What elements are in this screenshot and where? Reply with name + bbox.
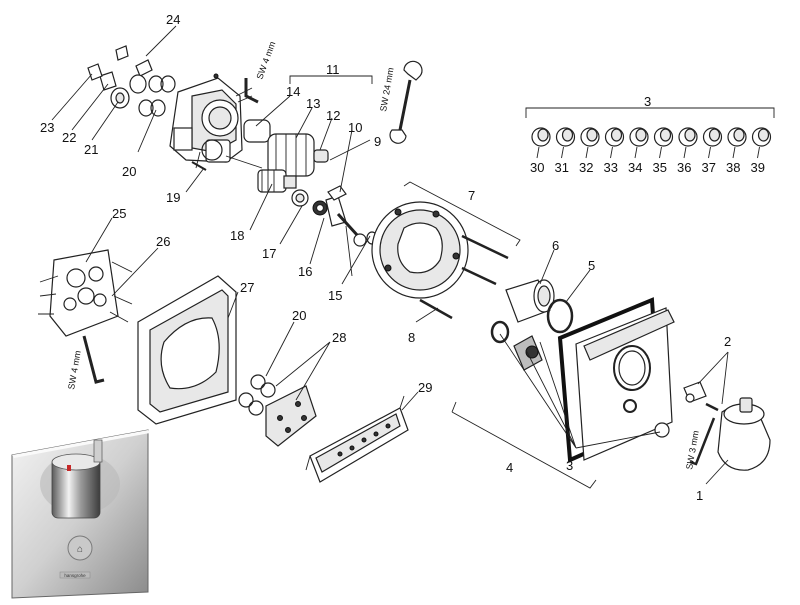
- symbol-number-label: 35: [653, 160, 667, 175]
- label-12: 12: [326, 108, 340, 123]
- symbol-cap: 33: [604, 127, 625, 175]
- hex-key-right-icon: [689, 417, 716, 466]
- label-10: 10: [348, 120, 362, 135]
- symbol-cap: 36: [677, 127, 698, 175]
- rough-in-frame: [38, 249, 133, 337]
- tool-label-hex-right: SW 3 mm: [684, 430, 701, 471]
- label-2: 2: [724, 334, 731, 349]
- label-7: 7: [468, 188, 475, 203]
- symbol-cap: 35: [653, 127, 674, 175]
- hex-key-top-icon: [244, 78, 259, 104]
- label-3-top: 3: [644, 94, 651, 109]
- label-4: 4: [506, 460, 513, 475]
- hex-key-left-icon: [82, 335, 105, 384]
- part-number-labels: 24 23 22 21 20 11 14 13 12 10 9 19 18 17…: [40, 12, 731, 503]
- label-24: 24: [166, 12, 180, 27]
- symbol-number-label: 31: [555, 160, 569, 175]
- symbol-cap: 30: [530, 127, 551, 175]
- brand-label: hansgrohe: [64, 573, 86, 578]
- symbol-cap: 31: [555, 127, 576, 175]
- symbol-cap: 39: [751, 127, 772, 175]
- label-20-mid: 20: [292, 308, 306, 323]
- label-15: 15: [328, 288, 342, 303]
- product-photo: ⌂ hansgrohe: [11, 429, 150, 599]
- symbol-number-label: 30: [530, 160, 544, 175]
- label-27: 27: [240, 280, 254, 295]
- symbol-caps-row: 30 31 32 33 34 35 36 37 38 39: [530, 127, 772, 175]
- label-1: 1: [696, 488, 703, 503]
- label-19: 19: [166, 190, 180, 205]
- wrench-icon: [389, 60, 423, 144]
- symbol-number-label: 39: [751, 160, 765, 175]
- square-frame: [137, 275, 237, 425]
- label-25: 25: [112, 206, 126, 221]
- label-21: 21: [84, 142, 98, 157]
- cover-plate: [557, 297, 675, 463]
- handle-knob: [683, 381, 771, 471]
- label-13: 13: [306, 96, 320, 111]
- symbol-number-label: 37: [702, 160, 716, 175]
- label-26: 26: [156, 234, 170, 249]
- label-17: 17: [262, 246, 276, 261]
- label-5: 5: [588, 258, 595, 273]
- label-9: 9: [374, 134, 381, 149]
- label-22: 22: [62, 130, 76, 145]
- label-11: 11: [326, 62, 340, 77]
- label-14: 14: [286, 84, 300, 99]
- label-23: 23: [40, 120, 54, 135]
- symbol-number-label: 33: [604, 160, 618, 175]
- symbol-number-label: 34: [628, 160, 642, 175]
- symbol-cap: 32: [579, 127, 600, 175]
- symbol-number-label: 38: [726, 160, 740, 175]
- valve-body-group: [87, 45, 378, 247]
- symbol-cap: 34: [628, 127, 649, 175]
- symbol-cap: 38: [726, 127, 747, 175]
- symbol-number-label: 36: [677, 160, 691, 175]
- tool-label-hex-left: SW 4 mm: [66, 350, 83, 391]
- svg-text:⌂: ⌂: [77, 544, 83, 555]
- label-8: 8: [408, 330, 415, 345]
- label-6: 6: [552, 238, 559, 253]
- label-3-bottom: 3: [566, 458, 573, 473]
- leader-lines: [51, 25, 775, 489]
- label-28: 28: [332, 330, 346, 345]
- tool-label-hex-top: SW 4 mm: [254, 40, 277, 81]
- mounting-strip: [305, 395, 409, 483]
- seal-plate: [238, 374, 317, 447]
- label-20-left: 20: [122, 164, 136, 179]
- symbol-number-label: 32: [579, 160, 593, 175]
- round-mounting-plate: [371, 201, 509, 320]
- label-18: 18: [230, 228, 244, 243]
- symbol-cap: 37: [702, 127, 723, 175]
- tool-label-wrench: SW 24 mm: [378, 67, 396, 113]
- label-16: 16: [298, 264, 312, 279]
- label-29: 29: [418, 380, 432, 395]
